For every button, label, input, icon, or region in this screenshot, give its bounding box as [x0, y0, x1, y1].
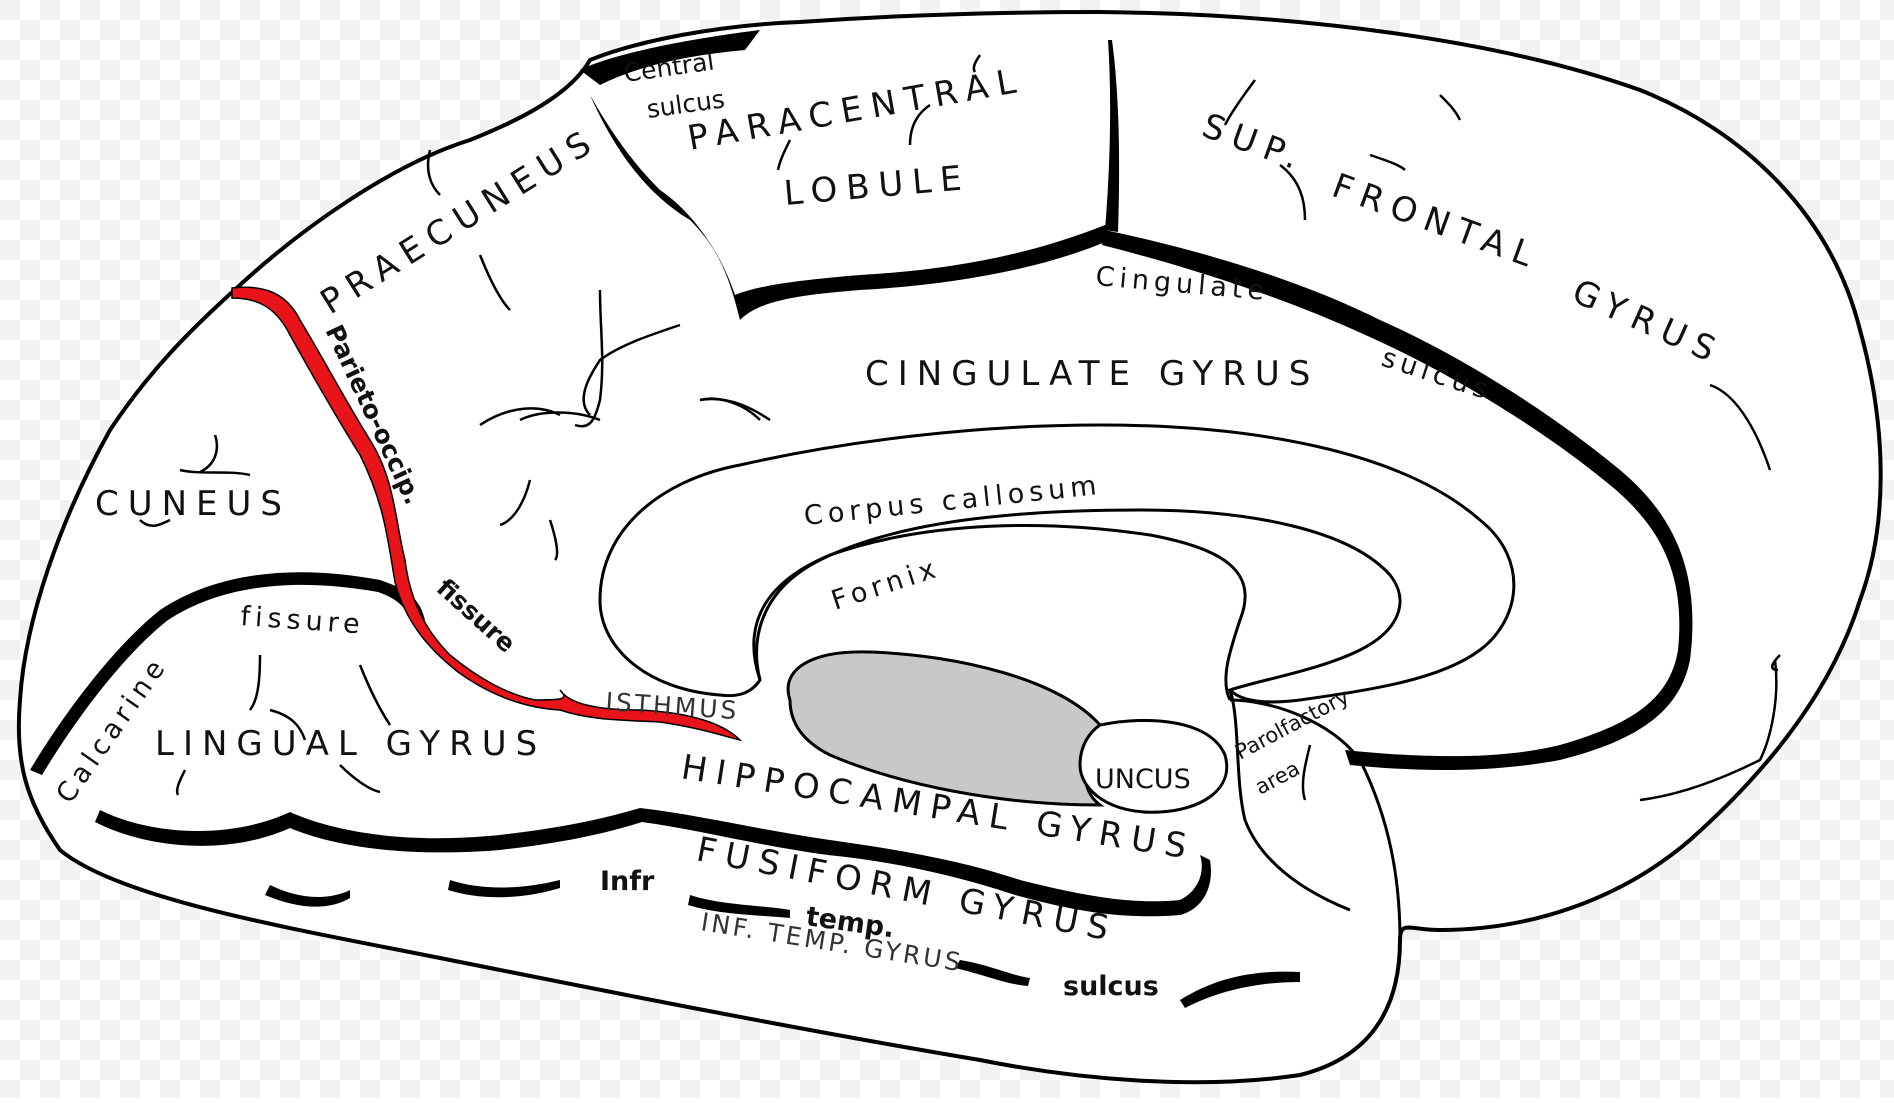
label-infr: Infr	[600, 866, 655, 897]
central-sulcus-notch	[580, 30, 760, 85]
label-lingual-gyrus: LINGUAL GYRUS	[155, 724, 546, 764]
cingulate-sulcus-line	[1102, 230, 1693, 770]
marginal-ramus	[1105, 40, 1120, 232]
parolfactory-outline	[1229, 698, 1402, 941]
inf-temp-sulcus-5	[1180, 971, 1300, 1008]
inf-temp-sulcus-3	[688, 895, 790, 918]
hemisphere-outline	[16, 9, 1883, 1085]
minor-sulci	[139, 54, 1781, 802]
parolfactory-inner	[1228, 689, 1351, 912]
inf-temp-sulcus-1	[265, 885, 350, 907]
collateral-sulcus	[95, 808, 1211, 917]
label-cuneus: CUNEUS	[95, 484, 291, 524]
inf-temp-sulcus-2	[448, 880, 560, 898]
corpus-callosum-outline	[598, 423, 1516, 704]
label-cingulate-gyrus: CINGULATE GYRUS	[865, 354, 1319, 394]
inf-temp-sulcus-4	[955, 960, 1030, 986]
uncus-outline	[1078, 718, 1229, 814]
label-uncus: UNCUS	[1095, 764, 1191, 795]
calcarine-fissure-line	[30, 572, 425, 775]
paracentral-border	[590, 95, 1110, 320]
parieto-occipital-fissure	[231, 286, 743, 742]
fornix-outline	[752, 524, 1247, 701]
label-sulcus: sulcus	[1063, 971, 1159, 1002]
